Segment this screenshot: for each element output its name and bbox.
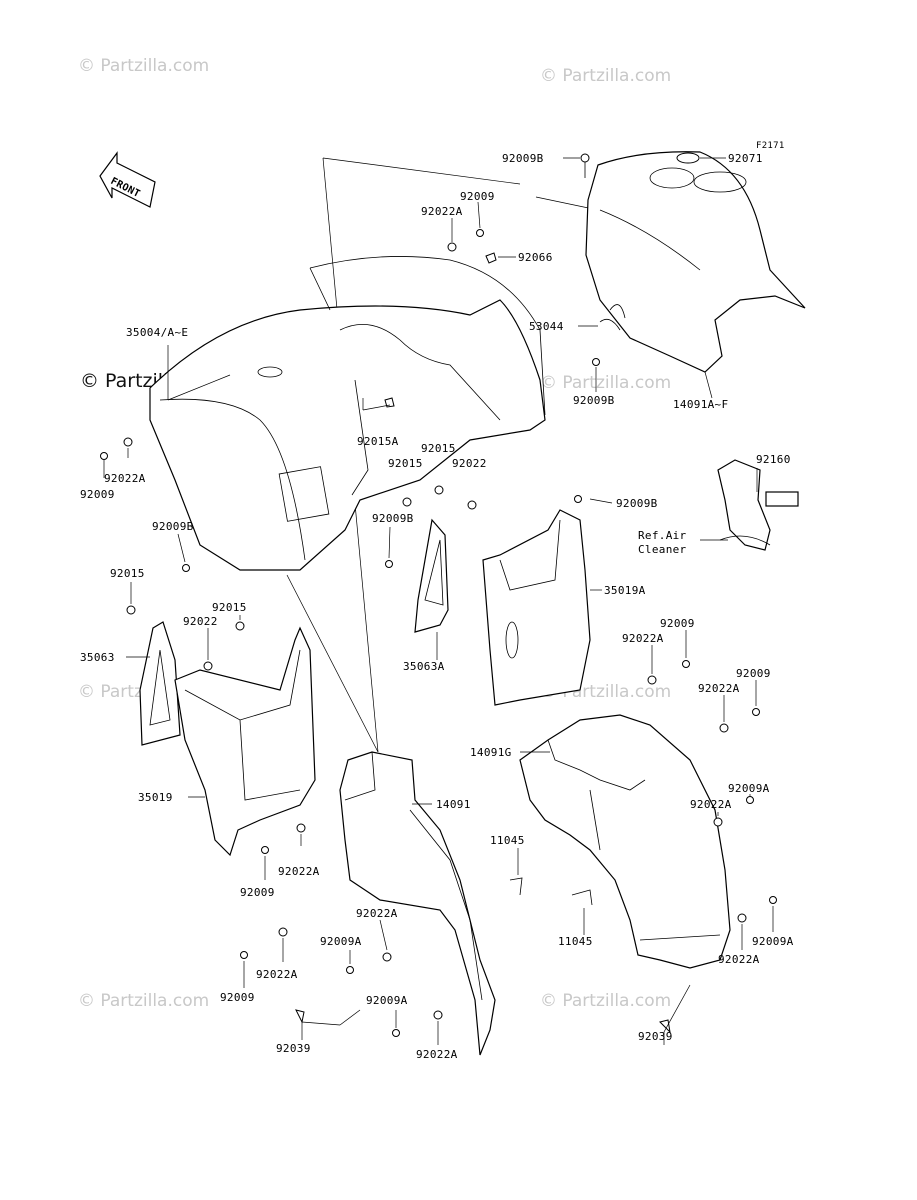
part-label[interactable]: 92039: [638, 1030, 673, 1043]
part-label[interactable]: 92009A: [320, 935, 362, 948]
part-label[interactable]: 92022: [183, 615, 218, 628]
part-label[interactable]: 92009: [660, 617, 695, 630]
part-label[interactable]: 92009A: [752, 935, 794, 948]
watermark: © Partzilla.com: [540, 66, 671, 86]
watermark: © Partzilla.com: [540, 991, 671, 1011]
part-label[interactable]: 92015: [110, 567, 145, 580]
flap-35063A-part: [414, 518, 449, 633]
pad-92160: [765, 491, 799, 507]
watermark: © Partzilla.com: [78, 991, 209, 1011]
flap-35063-part: [139, 621, 181, 746]
front-arrow-icon: FRONT: [99, 151, 156, 208]
part-label[interactable]: 92009: [736, 667, 771, 680]
part-label[interactable]: 92009B: [616, 497, 658, 510]
part-label[interactable]: 92009: [220, 991, 255, 1004]
side-cover-14091G-part: [519, 714, 731, 969]
part-label[interactable]: 92009: [240, 886, 275, 899]
part-label[interactable]: 92022A: [690, 798, 732, 811]
leader-lines: [103, 157, 774, 1045]
part-label[interactable]: 92022A: [416, 1048, 458, 1061]
part-label[interactable]: 92009: [80, 488, 115, 501]
part-label[interactable]: 92022A: [421, 205, 463, 218]
part-label[interactable]: 11045: [558, 935, 593, 948]
part-label[interactable]: 11045: [490, 834, 525, 847]
part-label[interactable]: 92015: [388, 457, 423, 470]
part-labels: 92009B 92071 92009 92022A 92066 53044 35…: [80, 152, 794, 1061]
part-label[interactable]: 14091A~F: [673, 398, 728, 411]
part-label[interactable]: 92009A: [366, 994, 408, 1007]
part-label[interactable]: 35063: [80, 651, 115, 664]
part-label[interactable]: 92066: [518, 251, 553, 264]
part-label[interactable]: 92039: [276, 1042, 311, 1055]
tank-cover-part: [585, 151, 806, 373]
part-label[interactable]: 92022A: [718, 953, 760, 966]
diagram-code: F2171: [756, 141, 785, 151]
ref-note-line1: Ref.Air: [638, 529, 687, 542]
part-label[interactable]: 92160: [756, 453, 791, 466]
part-label[interactable]: 92009: [460, 190, 495, 203]
part-label[interactable]: 92022A: [278, 865, 320, 878]
part-label[interactable]: 35019A: [604, 584, 646, 597]
watermark: © Partzilla.com: [540, 373, 671, 393]
watermark: © Partzilla.com: [78, 56, 209, 76]
rear-fender-part: [149, 256, 546, 571]
part-label[interactable]: 53044: [529, 320, 564, 333]
air-cleaner-ref: [717, 459, 799, 551]
part-label[interactable]: 92009B: [152, 520, 194, 533]
ref-note-line2: Cleaner: [638, 543, 687, 556]
part-label[interactable]: 92022A: [622, 632, 664, 645]
part-label[interactable]: 92022A: [356, 907, 398, 920]
part-label[interactable]: 35019: [138, 791, 173, 804]
part-label[interactable]: 92022A: [698, 682, 740, 695]
side-cover-14091-part: [339, 751, 496, 1056]
part-label[interactable]: 92022A: [104, 472, 146, 485]
mud-flap-35019A-part: [482, 509, 591, 706]
part-label[interactable]: 92009B: [502, 152, 544, 165]
part-label[interactable]: 14091G: [470, 746, 512, 759]
mud-flap-35019-part: [174, 626, 316, 857]
part-label[interactable]: 92022A: [256, 968, 298, 981]
part-label[interactable]: 35063A: [403, 660, 445, 673]
part-label[interactable]: 92009A: [728, 782, 770, 795]
part-label[interactable]: 14091: [436, 798, 471, 811]
part-label[interactable]: 92071: [728, 152, 763, 165]
part-label[interactable]: 35004/A~E: [126, 326, 188, 339]
part-label[interactable]: 92015A: [357, 435, 399, 448]
hardware: [100, 152, 777, 1037]
part-label[interactable]: 92015: [212, 601, 247, 614]
part-label[interactable]: 92009B: [372, 512, 414, 525]
part-label[interactable]: 92009B: [573, 394, 615, 407]
part-label[interactable]: 92022: [452, 457, 487, 470]
part-label[interactable]: 92015: [421, 442, 456, 455]
